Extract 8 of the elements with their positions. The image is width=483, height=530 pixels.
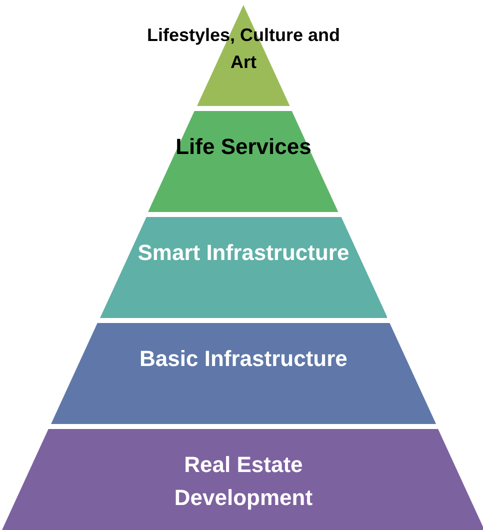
pyramid-tier [2, 429, 483, 530]
tier-label: Smart Infrastructure [136, 239, 350, 267]
tier-label: Real Estate Development [173, 451, 314, 512]
pyramid-tier [50, 323, 436, 424]
tier-label: Basic Infrastructure [138, 345, 348, 373]
tier-label: Life Services [174, 133, 312, 161]
pyramid-tier [100, 217, 388, 318]
pyramid-tier [148, 111, 339, 212]
